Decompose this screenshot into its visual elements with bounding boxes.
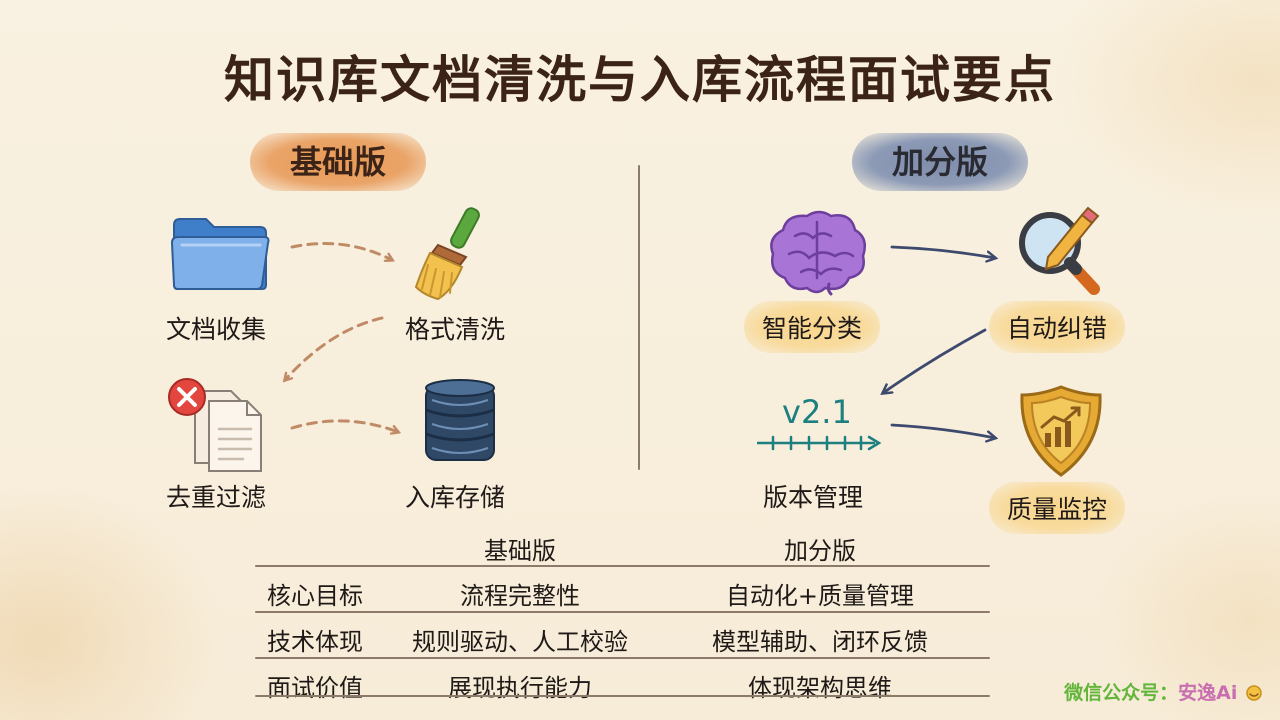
- table-cell: 展现执行能力: [448, 674, 592, 702]
- version-number: v2.1: [782, 393, 852, 431]
- shield-chart-icon: [1020, 385, 1102, 477]
- table-cell: 模型辅助、闭环反馈: [712, 628, 928, 656]
- folder-icon: [170, 218, 270, 290]
- section-divider: [638, 165, 640, 470]
- page-title: 知识库文档清洗与入库流程面试要点: [224, 51, 1056, 109]
- table-cell: 流程完整性: [460, 582, 580, 610]
- bonus-version-badge: 加分版: [852, 133, 1028, 191]
- database-icon: [425, 379, 495, 461]
- step-auto-correct: 自动纠错: [989, 301, 1126, 353]
- duplicate-files-icon: [168, 378, 262, 472]
- table-rule: [255, 611, 990, 613]
- brain-icon: [770, 210, 866, 296]
- table-cell: 核心目标: [267, 582, 363, 610]
- table-rule: [255, 657, 990, 659]
- step-store: 入库存储: [405, 483, 506, 512]
- table-header-row: 基础版 加分版: [255, 527, 990, 567]
- basic-version-badge: 基础版: [250, 133, 426, 191]
- watermark-brand: 安逸Ai: [1178, 682, 1238, 704]
- table-cell: 面试价值: [267, 674, 363, 702]
- step-doc-collect: 文档收集: [166, 315, 267, 344]
- table-header-cell: 加分版: [784, 537, 856, 565]
- watermark: 微信公众号：安逸Ai: [1064, 678, 1264, 705]
- table-row: 技术体现 规则驱动、人工校验 模型辅助、闭环反馈: [255, 613, 990, 659]
- table-header-cell: 基础版: [484, 537, 556, 565]
- table-rule: [255, 695, 990, 697]
- watermark-prefix: 微信公众号：: [1064, 682, 1179, 704]
- step-dedup-filter: 去重过滤: [166, 483, 267, 512]
- step-quality-monitor: 质量监控: [989, 482, 1126, 534]
- table-cell: 体现架构思维: [748, 674, 892, 702]
- magnifier-pencil-icon: [1019, 206, 1100, 295]
- step-smart-classify: 智能分类: [744, 301, 881, 353]
- table-row: 核心目标 流程完整性 自动化+质量管理: [255, 567, 990, 613]
- version-timeline-icon: [757, 435, 882, 451]
- emoji-icon: [1246, 685, 1262, 701]
- broom-icon: [414, 207, 480, 301]
- table-cell: 自动化+质量管理: [725, 582, 915, 610]
- table-rule: [255, 565, 990, 567]
- step-version-manage: 版本管理: [763, 483, 864, 512]
- comparison-table: 基础版 加分版 核心目标 流程完整性 自动化+质量管理 技术体现 规则驱动、人工…: [255, 527, 990, 705]
- table-cell: 规则驱动、人工校验: [412, 628, 628, 656]
- step-format-clean: 格式清洗: [405, 315, 506, 344]
- table-row: 面试价值 展现执行能力 体现架构思维: [255, 659, 990, 705]
- table-cell: 技术体现: [267, 628, 363, 656]
